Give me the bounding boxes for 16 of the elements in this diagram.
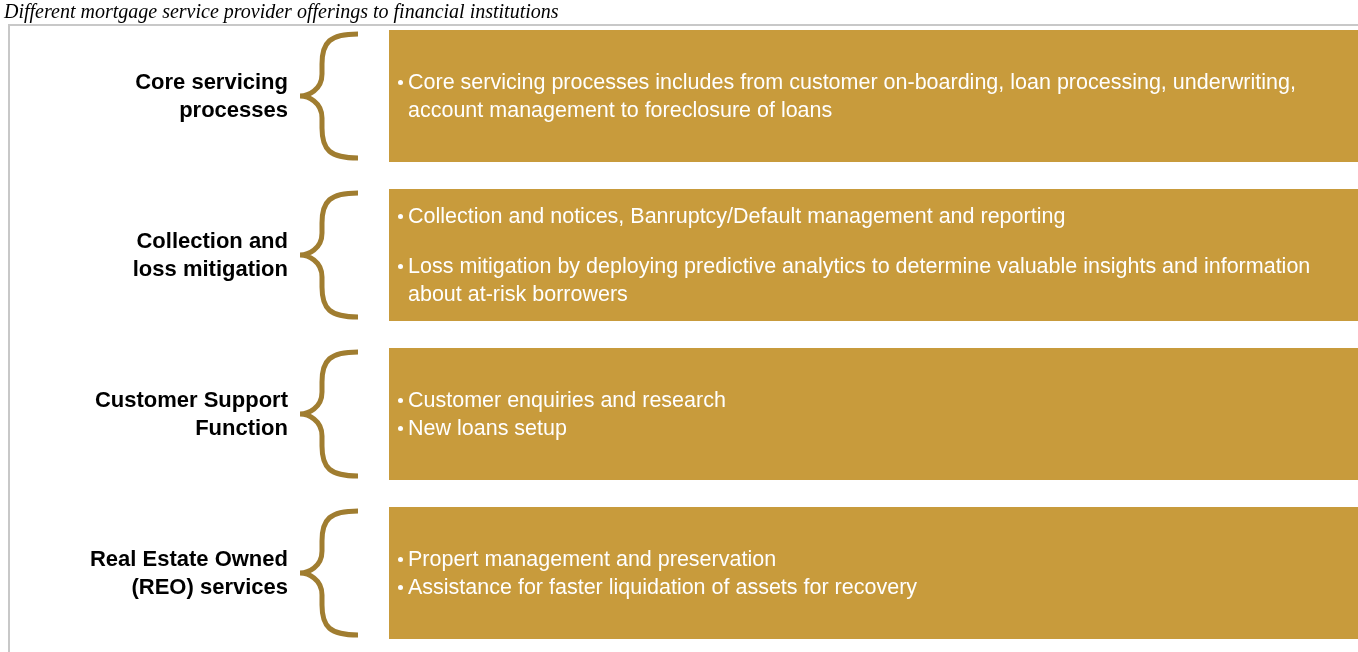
description-box xyxy=(389,30,1358,162)
description-box xyxy=(389,189,1358,321)
bullet-text: Propert management and preservation xyxy=(408,547,777,571)
category-label: Collection and loss mitigation xyxy=(131,227,288,283)
bullet-text: Collection and notices, Banruptcy/Default management and reporting xyxy=(408,204,1066,228)
category-label: Real Estate Owned (REO) services xyxy=(88,545,288,601)
bullet-text: Customer enquiries and research xyxy=(408,388,726,412)
bullet-text: Assistance for faster liquidation of assets for recovery xyxy=(408,575,918,599)
figure-title: Different mortgage service provider offerings to financial institutions xyxy=(4,0,559,22)
description-box xyxy=(389,507,1358,639)
category-label: Core servicing processes xyxy=(134,68,288,124)
bullet-text: New loans setup xyxy=(408,416,567,440)
description-box xyxy=(389,348,1358,480)
bullet-text: Core servicing processes includes from customer on-boarding, loan processing, underwriting, account management to foreclosure of loans xyxy=(408,70,1296,122)
bullet-text: Loss mitigation by deploying predictive analytics to determine valuable insights and information about at-risk borrowers xyxy=(408,254,1311,306)
category-label: Customer Support Function xyxy=(93,386,288,442)
